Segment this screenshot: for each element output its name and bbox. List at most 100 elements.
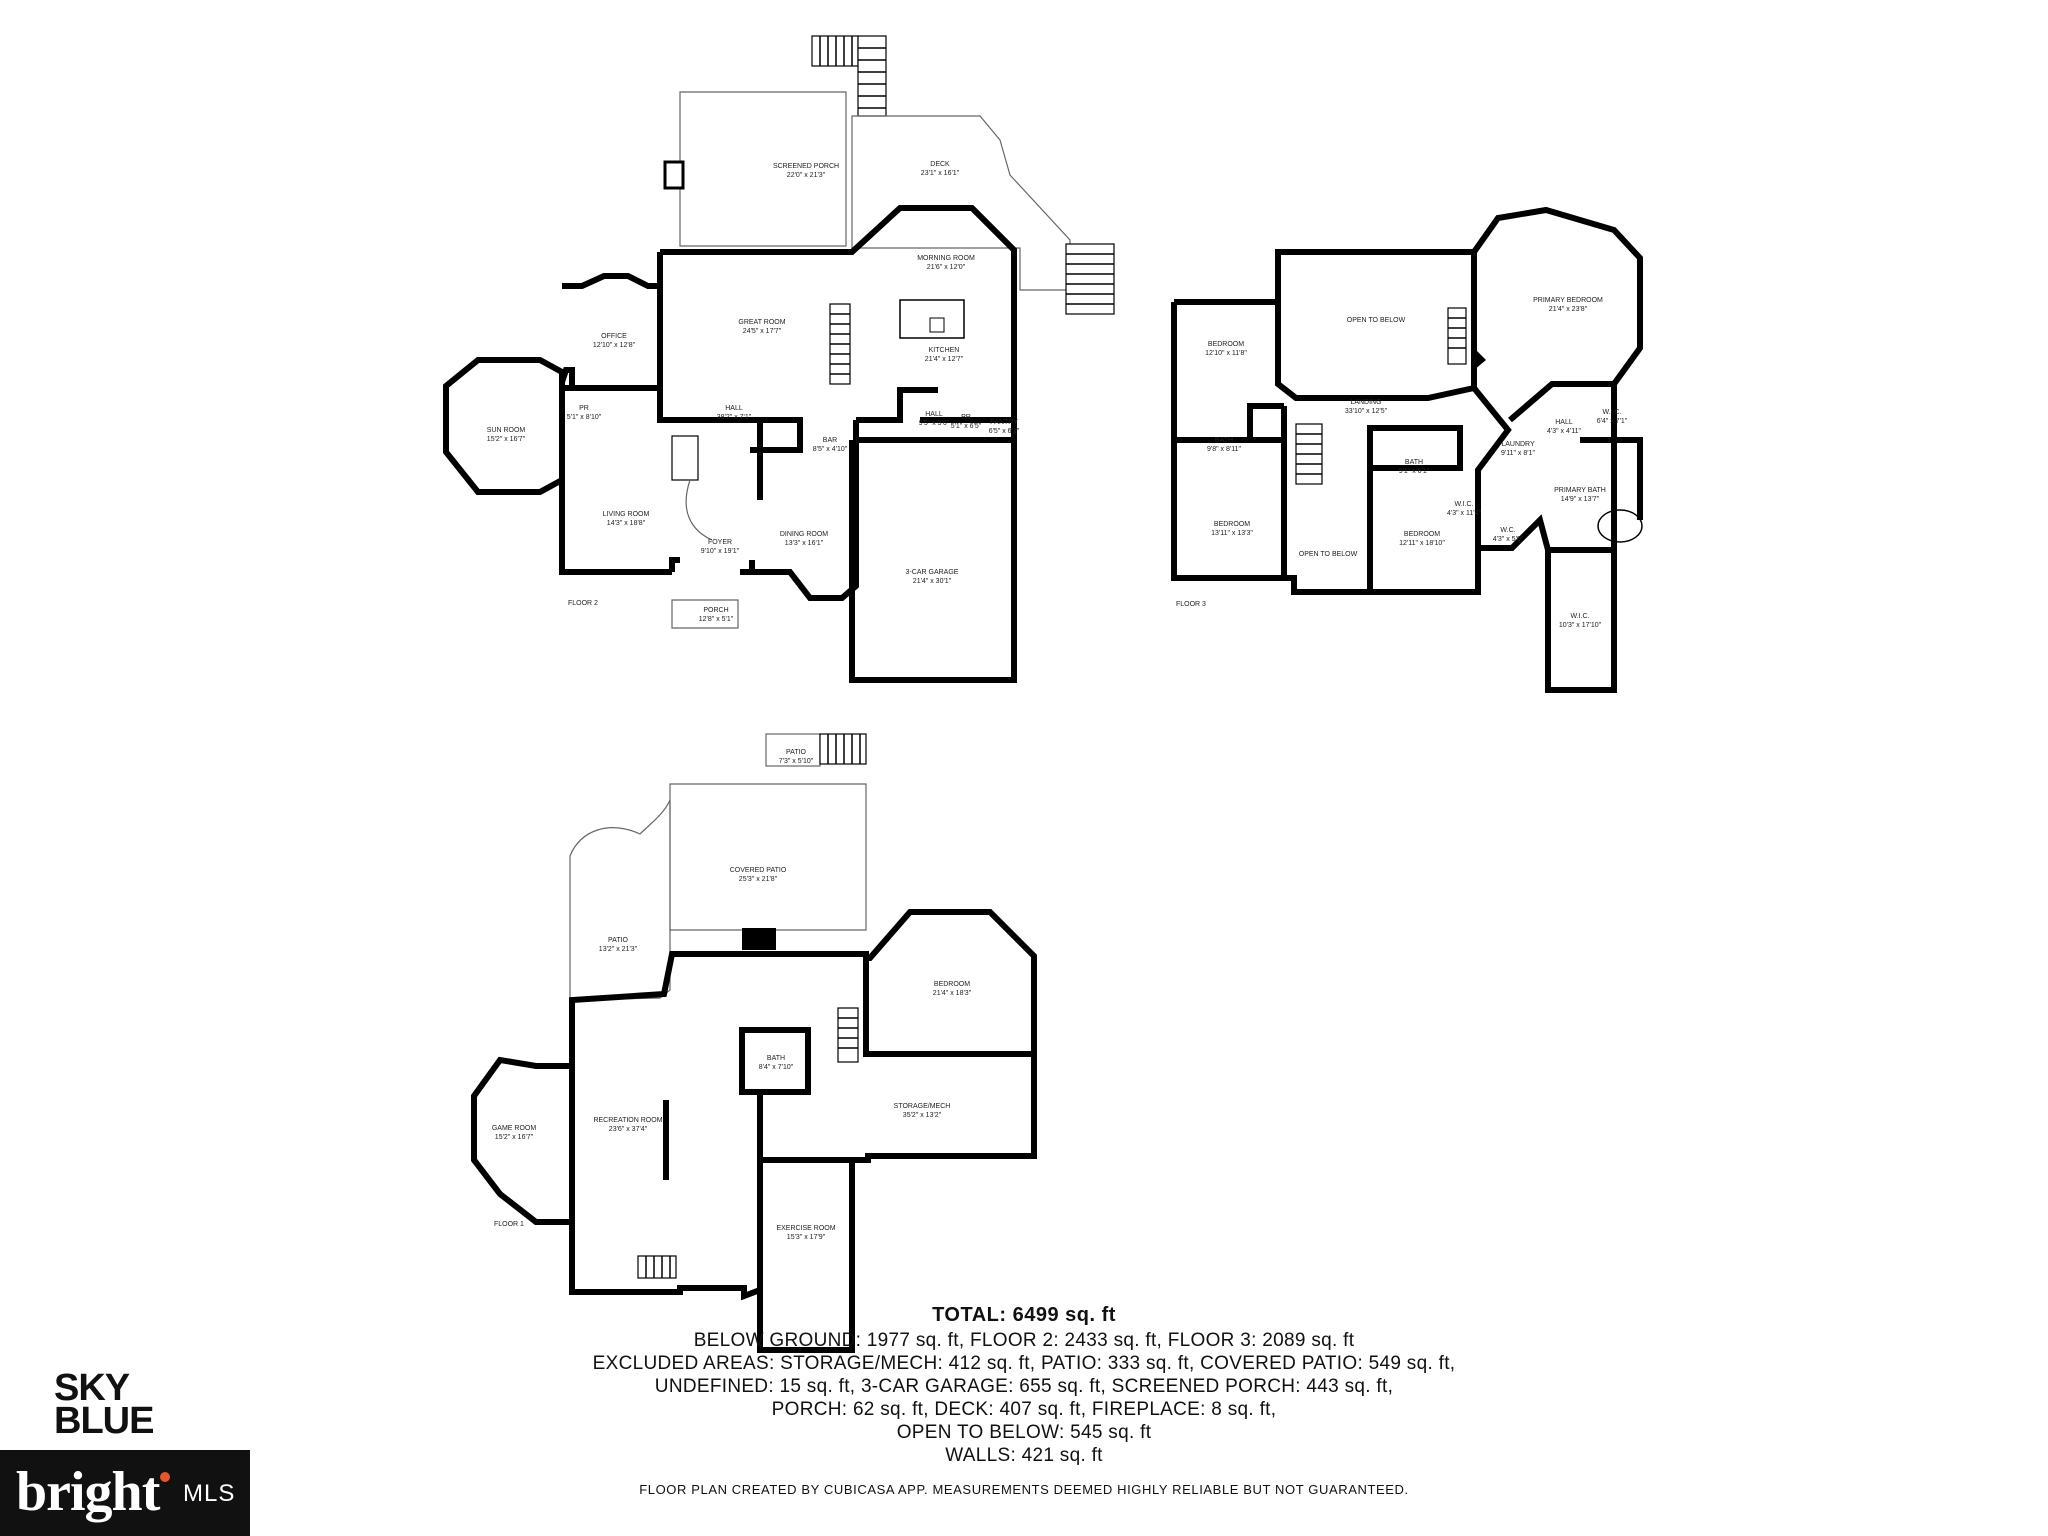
room-dims: 9'8" x 8'11" [1207, 446, 1241, 453]
accent-dot-icon [160, 1472, 170, 1482]
floor-label: FLOOR 3 [1176, 601, 1206, 608]
room-label: LIVING ROOM [603, 511, 650, 518]
floor-2-plan: SCREENED PORCH 22'0" x 21'3" DECK 23'1" … [443, 35, 1115, 683]
room-label: BEDROOM [934, 981, 970, 988]
room-label: OPEN TO BELOW [1299, 551, 1358, 558]
room-dims: 38'2" x 7'1" [717, 414, 752, 421]
room-dims: 14'3" x 18'8" [607, 520, 646, 527]
totals-line: UNDEFINED: 15 sq. ft, 3-CAR GARAGE: 655 … [654, 1376, 1394, 1397]
room-label: PORCH [703, 607, 728, 614]
totals-line: PORCH: 62 sq. ft, DECK: 407 sq. ft, FIRE… [771, 1399, 1277, 1420]
room-dims: 5'1" x 6'5" [951, 423, 982, 430]
totals-line: WALLS: 421 sq. ft [945, 1445, 1103, 1466]
floor1-outer-wall [471, 909, 1037, 1353]
room-dims: 23'1" x 16'1" [921, 170, 960, 177]
screened-porch-outline [679, 91, 847, 247]
room-label: BATH [767, 1055, 785, 1062]
room-label: PATIO [608, 937, 629, 944]
fireplace [742, 928, 776, 950]
room-label: MORNING ROOM [917, 255, 975, 262]
room-label: GREAT ROOM [738, 319, 785, 326]
porch-outline [671, 599, 739, 629]
room-label: OFFICE [601, 333, 627, 340]
room-dims: 14'9" x 13'7" [1561, 496, 1600, 503]
room-label: PANTRY [990, 419, 1018, 426]
room-dims: 4'3" x 11'4" [1447, 510, 1481, 517]
totals-line: BELOW GROUND: 1977 sq. ft, FLOOR 2: 2433… [693, 1330, 1355, 1351]
totals-line: EXCLUDED AREAS: STORAGE/MECH: 412 sq. ft… [592, 1353, 1456, 1374]
room-dims: 35'2" x 13'2" [903, 1112, 942, 1119]
bathtub [1597, 509, 1643, 543]
deck-stairs-top [811, 35, 859, 67]
room-dims: 10'3" x 17'10" [1559, 622, 1602, 629]
room-dims: 4'3" x 4'11" [1547, 428, 1581, 435]
bath-walls [739, 1027, 811, 1095]
room-dims: 22'0" x 21'3" [787, 172, 826, 179]
room-label: PRIMARY BATH [1554, 487, 1606, 494]
room-label: STORAGE/MECH [894, 1103, 951, 1110]
area-totals: TOTAL: 6499 sq. ft BELOW GROUND: 1977 sq… [0, 1304, 2048, 1467]
room-dims: 13'3" x 16'1" [785, 540, 824, 547]
room-label: LANDING [1350, 399, 1381, 406]
room-label: W.C. [1500, 527, 1515, 534]
room-label: W.I.C. [1570, 613, 1589, 620]
room-label: BATH [1405, 459, 1423, 466]
room-dims: 7'3" x 5'10" [779, 758, 814, 765]
room-label: BAR [823, 437, 837, 444]
room-dims: 25'3" x 21'8" [739, 876, 778, 883]
sun-room-walls [443, 357, 565, 495]
room-label: 3-CAR GARAGE [906, 569, 959, 576]
disclaimer: FLOOR PLAN CREATED BY CUBICASA APP. MEAS… [639, 1482, 1409, 1497]
room-dims: 8'4" x 7'10" [759, 1064, 794, 1071]
garage-walls [849, 437, 1017, 683]
room-dims: 21'4" x 12'7" [925, 356, 964, 363]
room-label: BATH [1215, 437, 1233, 444]
room-label: GAME ROOM [492, 1125, 537, 1132]
room-dims: 21'4" x 30'1" [913, 578, 952, 585]
room-label: COVERED PATIO [730, 867, 787, 874]
room-label: PR [961, 414, 971, 421]
room-label: PRIMARY BEDROOM [1533, 297, 1603, 304]
room-dims: 5'1" x 8'10" [567, 414, 602, 421]
room-dims: 12'11" x 18'10" [1399, 540, 1445, 547]
logo-line: BLUE [54, 1400, 154, 1442]
room-label: W.I.C. [1602, 409, 1621, 416]
room-dims: 33'10" x 12'5" [1345, 408, 1388, 415]
logo-line: SKY [54, 1367, 130, 1409]
room-dims: 8'5" x 4'10" [813, 446, 848, 453]
room-dims: 9'1" x 6'1" [1399, 468, 1430, 475]
totals-line: OPEN TO BELOW: 545 sq. ft [896, 1422, 1152, 1443]
room-dims: 15'2" x 16'7" [487, 436, 526, 443]
room-label: KITCHEN [929, 347, 960, 354]
room-dims: 9'5" x 3'6" [919, 420, 950, 427]
room-label: DINING ROOM [780, 531, 828, 538]
room-dims: 21'4" x 18'3" [933, 990, 972, 997]
room-dims: 24'5" x 17'7" [743, 328, 782, 335]
room-label: BEDROOM [1404, 531, 1440, 538]
room-label: SUN ROOM [487, 427, 526, 434]
room-label: HALL [925, 411, 943, 418]
sky-blue-logo: SKY BLUE [54, 1367, 154, 1442]
room-dims: 13'2" x 21'3" [599, 946, 638, 953]
room-label: W.I.C. [1454, 501, 1473, 508]
room-label: PATIO [786, 749, 807, 756]
deck-stairs-right [1065, 243, 1115, 315]
floor-1-plan: PATIO 7'3" x 5'10" COVERED PATIO 25'3" x… [471, 733, 1037, 1353]
room-label: BEDROOM [1214, 521, 1250, 528]
room-label: EXERCISE ROOM [776, 1225, 835, 1232]
bright-mls-badge: bright MLS [0, 1450, 250, 1536]
room-dims: 6'4" x 7'1" [1597, 418, 1628, 425]
room-label: SCREENED PORCH [773, 163, 839, 170]
room-dims: 12'10" x 11'8" [1205, 350, 1247, 357]
patio-left-outline [569, 799, 671, 1001]
room-dims: 6'5" x 6'1" [989, 428, 1020, 435]
room-label: HALL [725, 405, 743, 412]
mls-wordmark: MLS [183, 1480, 236, 1507]
room-label: PR [579, 405, 589, 412]
covered-patio-outline [669, 783, 867, 931]
room-dims: 21'4" x 23'8" [1549, 306, 1588, 313]
bright-wordmark: bright [16, 1461, 160, 1523]
floor-label: FLOOR 1 [494, 1221, 524, 1228]
room-dims: 9'11" x 8'1" [1501, 450, 1535, 457]
